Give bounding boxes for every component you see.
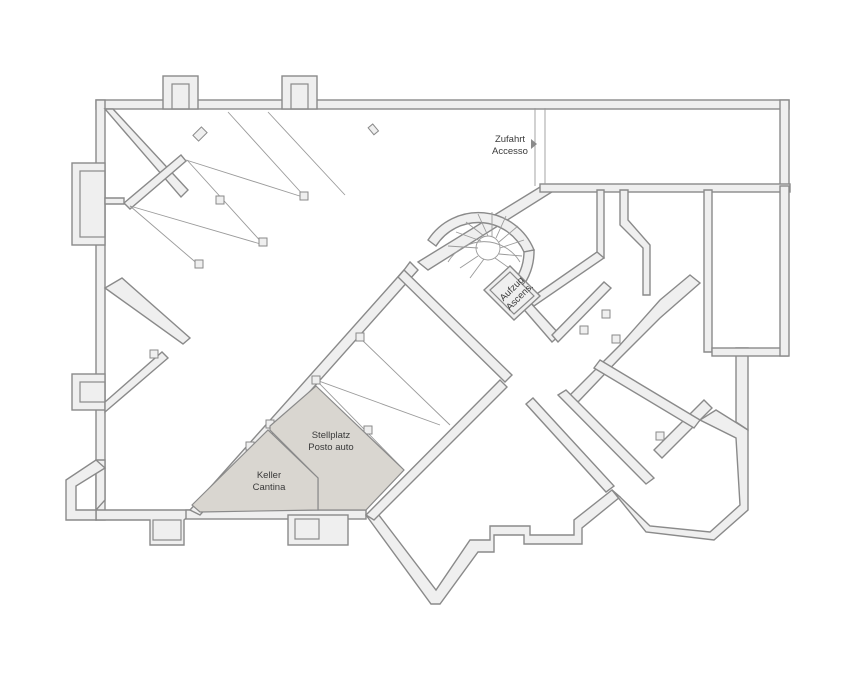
parking-label-de: Stellplatz [312, 430, 351, 441]
entrance-label-it: Accesso [492, 146, 528, 157]
outer-walls [65, 75, 790, 605]
triangle-right-icon [531, 139, 537, 149]
cellar-label-it: Cantina [253, 482, 286, 493]
entrance-label-de: Zufahrt [495, 134, 525, 145]
parking-label-it: Posto auto [308, 442, 353, 453]
interior-walls [103, 108, 791, 521]
parking-space-highlight [269, 385, 405, 511]
cellar-highlight [191, 429, 319, 513]
elevator [482, 265, 542, 321]
cellar-label-de: Keller [257, 470, 281, 481]
posts [149, 123, 665, 451]
